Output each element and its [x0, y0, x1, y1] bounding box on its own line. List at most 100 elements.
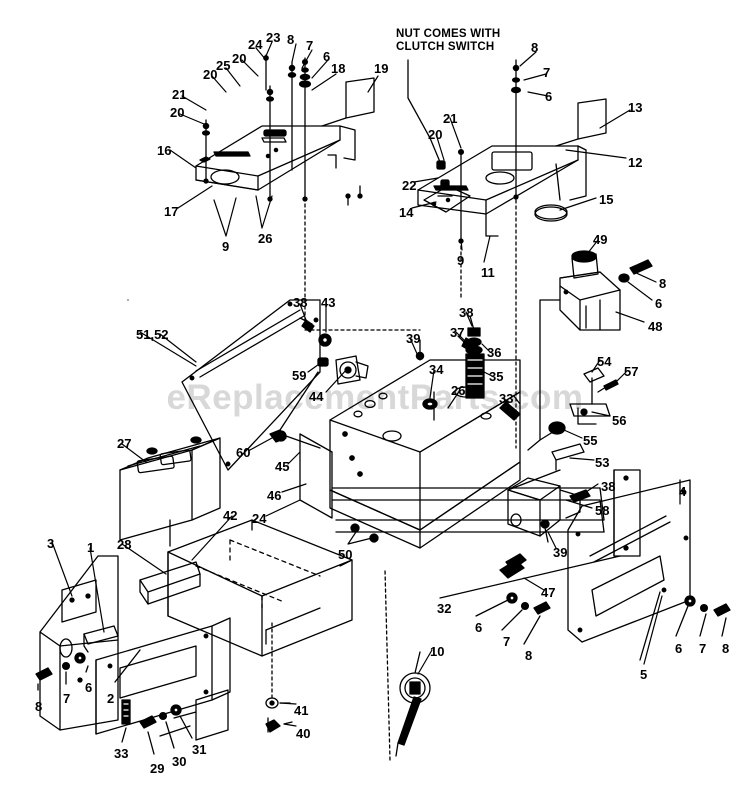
callout-6: 6	[323, 49, 331, 64]
callout-51-52: 51,52	[136, 327, 169, 342]
left-fender-pad	[321, 77, 375, 127]
callout-48: 48	[648, 319, 663, 334]
callout-8: 8	[287, 32, 295, 47]
callout-20: 20	[203, 67, 218, 82]
callout-7: 7	[306, 38, 314, 53]
fuel-tank	[527, 250, 653, 451]
lower-left-hardware	[35, 649, 193, 755]
callout-39: 39	[406, 331, 421, 346]
callout-23: 23	[266, 30, 281, 45]
callout-18: 18	[331, 61, 346, 76]
left-fender-hardware	[201, 54, 363, 206]
callout-47: 47	[541, 585, 556, 600]
callout-19: 19	[374, 61, 389, 76]
callout-8: 8	[659, 276, 667, 291]
callout-6: 6	[675, 641, 683, 656]
center-column-parts	[350, 315, 521, 543]
battery	[119, 436, 221, 547]
callout-6: 6	[545, 89, 553, 104]
callout-22: 22	[402, 178, 417, 193]
callout-6: 6	[85, 680, 93, 695]
main-frame	[299, 359, 641, 557]
callout-30: 30	[172, 754, 187, 769]
callout-13: 13	[628, 100, 643, 115]
callout-20: 20	[428, 127, 443, 142]
battery-tray	[139, 561, 201, 605]
callout-9: 9	[457, 253, 465, 268]
center-box	[167, 519, 353, 657]
lower-left-frame	[39, 555, 231, 741]
callout-45: 45	[275, 459, 290, 474]
callout-21: 21	[172, 87, 187, 102]
callout-42: 42	[223, 508, 238, 523]
callout-38: 38	[293, 295, 308, 310]
callout-54: 54	[597, 354, 612, 369]
callout-8: 8	[531, 40, 539, 55]
callout-53: 53	[595, 455, 610, 470]
callout-3: 3	[47, 536, 55, 551]
right-side-panel	[567, 479, 731, 661]
callout-41: 41	[294, 703, 309, 718]
callout-7: 7	[699, 641, 707, 656]
right-fender-pad	[555, 98, 607, 147]
callout-38: 38	[601, 479, 616, 494]
callout-43: 43	[321, 295, 336, 310]
left-side-panel	[181, 299, 321, 471]
note-nut-comes-with-clutch-switch: NUT COMES WITH CLUTCH SWITCH	[396, 28, 501, 53]
callout-44: 44	[309, 389, 324, 404]
callout-28: 28	[117, 537, 132, 552]
callout-31: 31	[192, 742, 207, 757]
callout-49: 49	[593, 232, 608, 247]
callout-10: 10	[430, 644, 445, 659]
callout-6: 6	[475, 620, 483, 635]
callout-5: 5	[640, 667, 648, 682]
callout-24: 24	[248, 37, 263, 52]
callout-59: 59	[292, 368, 307, 383]
callout-6: 6	[655, 296, 663, 311]
callout-33: 33	[114, 746, 129, 761]
right-linkage	[475, 367, 619, 645]
callout-15: 15	[599, 192, 614, 207]
callout-21: 21	[443, 111, 458, 126]
callout-8: 8	[525, 648, 533, 663]
callout-16: 16	[157, 143, 172, 158]
callout-57: 57	[624, 364, 639, 379]
callout-25: 25	[216, 58, 231, 73]
callout-8: 8	[722, 641, 730, 656]
callout-35: 35	[489, 369, 504, 384]
callout-58: 58	[595, 503, 610, 518]
callout-20: 20	[232, 51, 247, 66]
callout-7: 7	[543, 65, 551, 80]
leaders	[51, 41, 681, 727]
callout-8: 8	[35, 699, 43, 714]
callout-20: 20	[170, 105, 185, 120]
callout-46: 46	[267, 488, 282, 503]
callout-36: 36	[487, 345, 502, 360]
callout-39: 39	[553, 545, 568, 560]
callout-40: 40	[296, 726, 311, 741]
callout-50: 50	[338, 547, 353, 562]
callout-7: 7	[63, 691, 71, 706]
assembly-drop-lines	[304, 199, 517, 449]
callout-56: 56	[612, 413, 627, 428]
callout-32: 32	[437, 601, 452, 616]
dipstick-assembly	[384, 569, 431, 761]
callout-33: 33	[499, 391, 514, 406]
clutch-note-leader	[407, 59, 441, 163]
callout-37: 37	[450, 325, 465, 340]
callout-55: 55	[583, 433, 598, 448]
callout-27: 27	[117, 436, 132, 451]
callout-38: 38	[459, 305, 474, 320]
callout-1: 1	[87, 540, 95, 555]
callout-34: 34	[429, 362, 444, 377]
callout-26: 26	[258, 231, 273, 246]
callout-17: 17	[164, 204, 179, 219]
callout-24: 24	[252, 511, 267, 526]
hood-latch-assembly	[127, 299, 369, 449]
callout-2: 2	[107, 691, 115, 706]
callout-14: 14	[399, 205, 414, 220]
callout-60: 60	[236, 445, 251, 460]
